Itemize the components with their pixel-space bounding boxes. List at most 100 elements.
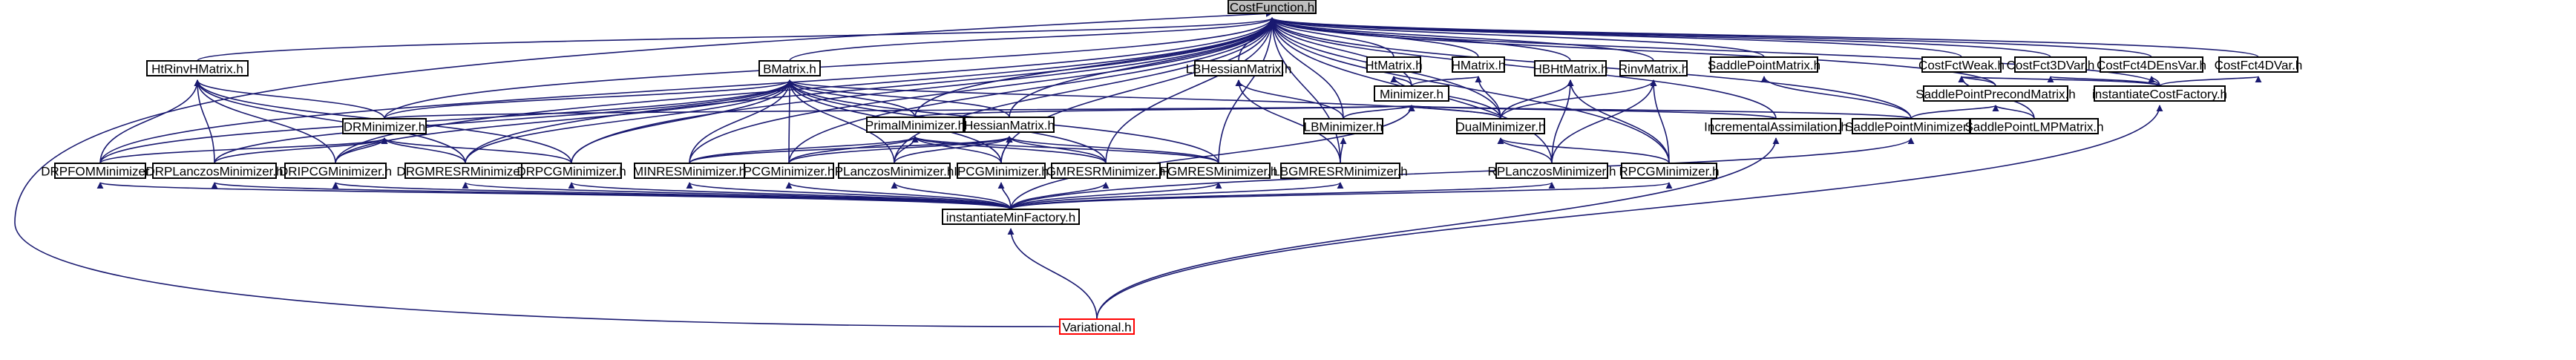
node-box-minimizer[interactable] <box>1374 85 1449 102</box>
edge-saddlepointlmpmatrix-to-saddlepointprecondmatrix <box>1992 105 2035 120</box>
node-box-saddlepointmatrix[interactable] <box>1710 56 1818 73</box>
node-costfctweak[interactable]: CostFctWeak.h <box>1918 56 2005 73</box>
node-box-lbminimizer[interactable] <box>1303 118 1383 134</box>
node-hessianmatrix[interactable]: HessianMatrix.h <box>964 117 1055 133</box>
node-hbhtmatrix[interactable]: HBHtMatrix.h <box>1533 60 1608 76</box>
edge-rplanczosminimizer-to-hbhtmatrix <box>1551 79 1574 164</box>
node-box-costfct4densvar[interactable] <box>2100 56 2203 73</box>
node-bmatrix[interactable]: BMatrix.h <box>758 60 821 76</box>
node-box-drpfomminimizer[interactable] <box>54 163 146 179</box>
node-box-instantiatecostfactory[interactable] <box>2094 85 2226 102</box>
node-saddlepointmatrix[interactable]: SaddlePointMatrix.h <box>1708 56 1820 73</box>
node-label-planczosminimizer: PLanczosMinimizer.h <box>835 165 954 179</box>
edge-drplanczosminimizer-to-bmatrix <box>214 79 793 164</box>
node-box-dripcgminimizer[interactable] <box>284 163 387 179</box>
node-box-instantiateminfactory[interactable] <box>942 209 1080 225</box>
node-label-gmresrminimizer: GMRESRMinimizer.h <box>1046 165 1166 179</box>
node-box-costfct3dvar[interactable] <box>2014 56 2087 73</box>
node-instantiatecostfactory[interactable]: instantiateCostFactory.h <box>2092 85 2227 102</box>
node-label-rplanczosminimizer: RPLanczosMinimizer.h <box>1488 165 1616 179</box>
node-box-variational[interactable] <box>1059 318 1135 335</box>
node-box-planczosminimizer[interactable] <box>838 163 951 179</box>
node-box-incrementalassimilation[interactable] <box>1711 118 1841 134</box>
node-incrementalassimilation[interactable]: IncrementalAssimilation.h <box>1704 118 1848 134</box>
node-label-minimizer: Minimizer.h <box>1380 88 1443 102</box>
node-drgmresrminimizer[interactable]: DRGMRESRMinimizer.h <box>396 163 534 179</box>
edge-instantiatecostfactory-to-costfct4densvar <box>2148 76 2160 87</box>
edge-dualminimizer-to-hbhtmatrix <box>1500 79 1574 120</box>
node-box-primalminimizer[interactable] <box>866 117 964 133</box>
edge-pcgminimizer-to-costfunction <box>788 17 1276 164</box>
node-box-dualminimizer[interactable] <box>1456 118 1545 134</box>
node-lbminimizer[interactable]: LBMinimizer.h <box>1303 118 1383 134</box>
edge-instantiateminfactory-to-minimizer <box>1010 105 1415 210</box>
node-box-drplanczosminimizer[interactable] <box>152 163 277 179</box>
node-box-saddlepointlmpmatrix[interactable] <box>1970 118 2099 134</box>
node-box-gmresrminimizer[interactable] <box>1051 163 1161 179</box>
node-primalminimizer[interactable]: PrimalMinimizer.h <box>865 117 965 133</box>
node-rplanczosminimizer[interactable]: RPLanczosMinimizer.h <box>1488 163 1616 179</box>
node-box-rpcgminimizer[interactable] <box>1621 163 1717 179</box>
edge-planczosminimizer-to-costfunction <box>894 17 1276 164</box>
node-box-lbhessianmatrix[interactable] <box>1194 60 1283 76</box>
node-rpcgminimizer[interactable]: RPCGMinimizer.h <box>1619 163 1720 179</box>
edge-planczosminimizer-to-hessianmatrix <box>894 136 1013 164</box>
node-box-costfctweak[interactable] <box>1921 56 2002 73</box>
node-box-hessianmatrix[interactable] <box>964 117 1055 133</box>
edge-ipcgminimizer-to-costfunction <box>1000 17 1276 164</box>
node-pcgminimizer[interactable]: PCGMinimizer.h <box>744 163 835 179</box>
node-ipcgminimizer[interactable]: IPCGMinimizer.h <box>954 163 1049 179</box>
node-label-lbhessianmatrix: LBHessianMatrix.h <box>1186 62 1292 76</box>
node-htmatrix[interactable]: HtMatrix.h <box>1365 56 1423 73</box>
node-box-htmatrix[interactable] <box>1366 56 1421 73</box>
node-dripcgminimizer[interactable]: DRIPCGMinimizer.h <box>279 163 392 179</box>
node-variational[interactable]: Variational.h <box>1059 318 1135 335</box>
node-drpfomminimizer[interactable]: DRPFOMMinimizer.h <box>41 163 160 179</box>
node-label-drminimizer: DRMinimizer.h <box>344 120 426 134</box>
node-hmatrix[interactable]: HMatrix.h <box>1452 56 1506 73</box>
node-box-ipcgminimizer[interactable] <box>957 163 1046 179</box>
node-box-hrinvhmatrix[interactable] <box>146 60 249 76</box>
node-box-bmatrix[interactable] <box>758 60 821 76</box>
node-planczosminimizer[interactable]: PLanczosMinimizer.h <box>835 163 954 179</box>
node-minimizer[interactable]: Minimizer.h <box>1374 85 1449 102</box>
node-gmresrminimizer[interactable]: GMRESRMinimizer.h <box>1046 163 1166 179</box>
node-instantiateminfactory[interactable]: instantiateMinFactory.h <box>942 209 1080 225</box>
node-costfct4densvar[interactable]: CostFct4DEnsVar.h <box>2097 56 2206 73</box>
node-box-hbhtmatrix[interactable] <box>1534 60 1607 76</box>
node-saddlepointprecondmatrix[interactable]: SaddlePointPrecondMatrix.h <box>1915 85 2076 102</box>
node-box-drpcgminimizer[interactable] <box>521 163 622 179</box>
node-hrinvhmatrix[interactable]: HtRinvHMatrix.h <box>146 60 249 76</box>
node-costfct3dvar[interactable]: CostFct3DVar.h <box>2007 56 2095 73</box>
edge-instantiateminfactory-to-rpcgminimizer <box>1010 182 1673 210</box>
node-box-lbgmresrminimizer[interactable] <box>1280 163 1400 179</box>
node-costfct4dvar[interactable]: CostFct4DVar.h <box>2215 56 2303 73</box>
edge-drpfomminimizer-to-drminimizer <box>99 137 388 164</box>
node-label-rpcgminimizer: RPCGMinimizer.h <box>1619 165 1719 179</box>
node-box-costfct4dvar[interactable] <box>2218 56 2298 73</box>
node-box-fgmresminimizer[interactable] <box>1167 163 1271 179</box>
node-saddlepointlmpmatrix[interactable]: SaddlePointLMPMatrix.h <box>1964 118 2104 134</box>
node-box-costfunction[interactable] <box>1228 0 1317 14</box>
node-box-saddlepointprecondmatrix[interactable] <box>1923 85 2068 102</box>
node-drminimizer[interactable]: DRMinimizer.h <box>342 118 427 134</box>
node-minresminimizer[interactable]: MINRESMinimizer.h <box>633 163 746 179</box>
edge-drgmresrminimizer-to-costfunction <box>465 17 1276 164</box>
node-lbhessianmatrix[interactable]: LBHessianMatrix.h <box>1186 60 1292 76</box>
node-box-rplanczosminimizer[interactable] <box>1495 163 1608 179</box>
node-rinvmatrix[interactable]: RinvMatrix.h <box>1619 60 1688 76</box>
node-dualminimizer[interactable]: DualMinimizer.h <box>1456 118 1546 134</box>
edge-rpcgminimizer-to-hbhtmatrix <box>1567 79 1670 164</box>
node-label-drpfomminimizer: DRPFOMMinimizer.h <box>41 165 160 179</box>
node-box-drminimizer[interactable] <box>342 118 427 134</box>
node-box-pcgminimizer[interactable] <box>744 163 834 179</box>
node-fgmresminimizer[interactable]: FGMRESMinimizer.h <box>1160 163 1278 179</box>
node-label-hessianmatrix: HessianMatrix.h <box>964 119 1055 133</box>
node-lbgmresrminimizer[interactable]: LBGMRESRMinimizer.h <box>1273 163 1408 179</box>
node-box-hmatrix[interactable] <box>1452 56 1505 73</box>
node-saddlepointminimizer[interactable]: SaddlePointMinimizer.h <box>1845 118 1977 134</box>
node-drplanczosminimizer[interactable]: DRPLanczosMinimizer.h <box>145 163 284 179</box>
node-box-rinvmatrix[interactable] <box>1619 60 1688 76</box>
node-costfunction[interactable]: CostFunction.h <box>1228 0 1317 15</box>
node-drpcgminimizer[interactable]: DRPCGMinimizer.h <box>517 163 626 179</box>
